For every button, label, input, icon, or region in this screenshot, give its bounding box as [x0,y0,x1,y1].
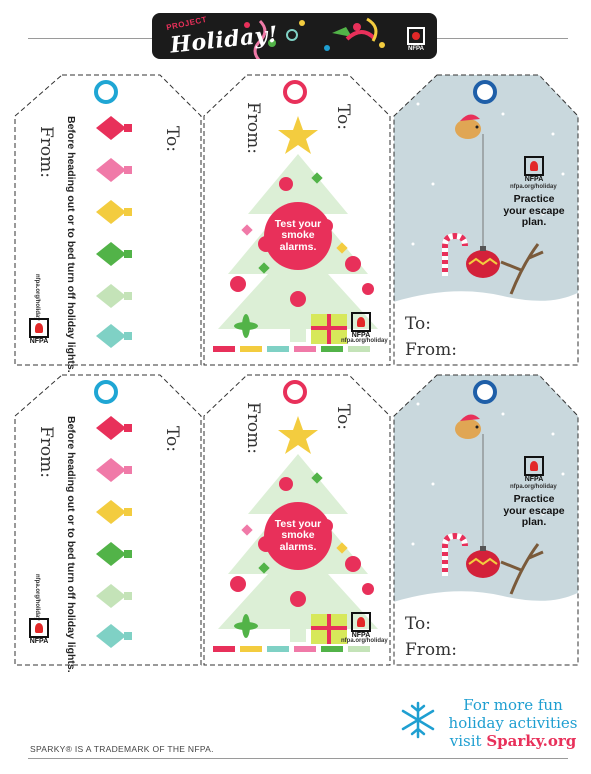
tag-url: nfpa.org/holiday [34,274,40,321]
warning-text: Before heading out or to bed turn off ho… [65,116,77,373]
ornament-yellow [96,500,132,524]
header-nfpa-logo: NFPA [403,27,429,52]
promo-line-3: visit [449,732,482,750]
tag-url: nfpa.org/holiday [510,184,557,190]
nfpa-flame-icon [351,312,371,332]
from-label: From: [405,640,458,660]
tag-hole [94,380,118,404]
gift-tag-escape-plan: NFPA nfpa.org/holiday Practice your esca… [393,74,583,366]
bottom-rule [28,758,568,759]
nfpa-flame-icon [29,618,49,638]
escape-plan-message: Practice your escape plan. [503,193,565,229]
header-logo-text: NFPA [408,46,424,52]
ornament-pale-green [96,284,132,308]
promo-line-2: holiday activities [448,714,578,732]
nfpa-logo: NFPA [26,618,52,645]
to-label: To: [405,614,431,634]
ornament-column [96,416,132,648]
gift-box-icon [311,314,347,344]
sparky-link[interactable]: Sparky.org [486,732,577,750]
star-icon [278,416,318,454]
from-label: From: [36,426,56,479]
tag-hole [283,80,307,104]
to-label: To: [162,426,182,452]
trademark-note: SPARKY® IS A TRADEMARK OF THE NFPA. [30,744,214,754]
bird-icon [455,114,481,139]
ornament-yellow [96,200,132,224]
nfpa-logo: NFPA [521,156,547,183]
bird-icon [455,414,481,439]
smoke-alarm-badge: Test your smoke alarms. [264,502,332,570]
tag-hole [283,380,307,404]
tag-url: nfpa.org/holiday [341,638,388,644]
ornament-pink [96,458,132,482]
to-label: To: [162,126,182,152]
tag-url: nfpa.org/holiday [510,484,557,490]
ornament-teal [96,624,132,648]
gift-tag-escape-plan: NFPA nfpa.org/holiday Practice your esca… [393,374,583,666]
tag-outline [393,374,579,666]
ornament-red [96,116,132,140]
ornament-green [96,242,132,266]
escape-plan-message: Practice your escape plan. [503,493,565,529]
ornament-pink [96,158,132,182]
tag-hole [473,380,497,404]
tag-hole [94,80,118,104]
gift-tag-lights: To: From: Before heading out or to bed t… [14,74,204,373]
gift-tag-tree: To: From: Test your smoke alarms. NFPA n… [203,374,393,666]
tag-hole [473,80,497,104]
more-activities-promo: For more fun holiday activities visit Sp… [448,696,578,750]
branch-icon [500,243,544,295]
from-label: From: [405,340,458,360]
nfpa-logo: NFPA [348,312,374,339]
snowflake-icon [401,701,435,739]
ornament-green [96,542,132,566]
ornament-teal [96,324,132,348]
ornament-column [96,116,132,348]
nfpa-logo: NFPA [26,318,52,345]
gift-tag-lights: To: From: Before heading out or to bed t… [14,374,204,673]
ornament-red [96,416,132,440]
ornament-ball-icon [466,246,500,278]
branch-icon [500,543,544,595]
pinwheel-icon [234,314,258,338]
nfpa-flame-icon [29,318,49,338]
tag-url: nfpa.org/holiday [34,574,40,621]
confetti-decoration [244,17,385,59]
nfpa-logo: NFPA [348,612,374,639]
warning-text: Before heading out or to bed turn off ho… [65,416,77,673]
smoke-alarm-badge: Test your smoke alarms. [264,202,332,270]
ornament-pale-green [96,584,132,608]
gift-tag-tree: To: From: Test your smoke alarms. NFPA n… [203,74,393,366]
pinwheel-icon [234,614,258,638]
nfpa-flame-icon [524,156,544,176]
promo-line-1: For more fun [463,696,563,714]
nfpa-flame-icon [351,612,371,632]
gift-box-icon [311,614,347,644]
project-holiday-header: PROJECT Holiday! NFPA [152,13,437,59]
tag-outline [393,74,579,366]
star-icon [278,116,318,154]
tag-url: nfpa.org/holiday [341,338,388,344]
ornament-ball-icon [466,546,500,578]
nfpa-flame-icon [524,456,544,476]
to-label: To: [405,314,431,334]
nfpa-logo: NFPA [521,456,547,483]
from-label: From: [36,126,56,179]
